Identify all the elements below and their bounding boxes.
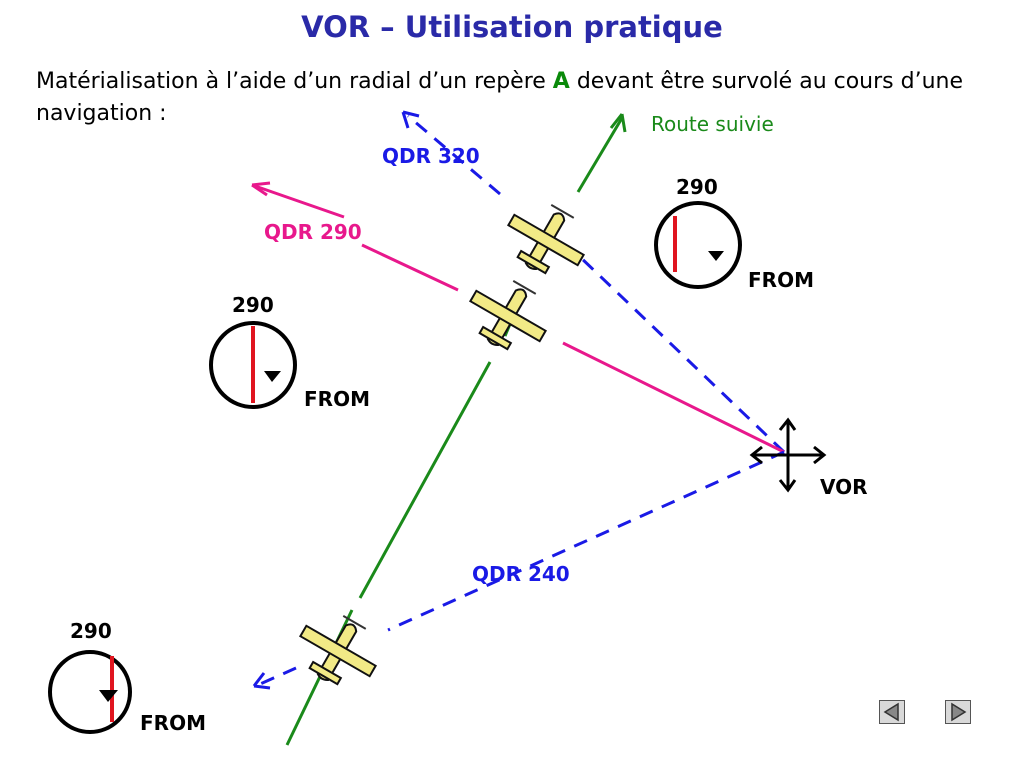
indicator-selected-course: 290 xyxy=(70,619,112,643)
intro-text: Matérialisation à l’aide d’un radial d’u… xyxy=(36,66,996,130)
intro-text-before: Matérialisation à l’aide d’un radial d’u… xyxy=(36,69,553,94)
next-slide-button[interactable] xyxy=(945,700,971,724)
label-qdr-290: QDR 290 xyxy=(264,220,362,244)
indicator-selected-course: 290 xyxy=(232,293,274,317)
indicator-flag: FROM xyxy=(140,711,206,735)
indicator-flag: FROM xyxy=(304,387,370,411)
waypoint-letter: A xyxy=(552,69,570,94)
from-flag-icon xyxy=(264,371,281,382)
triangle-left-icon xyxy=(883,702,899,722)
radial-qdr-240: QDR 240 xyxy=(252,450,785,690)
airplane-icon-bottom xyxy=(286,601,391,700)
airplane-icon-middle xyxy=(456,266,561,365)
from-flag-icon xyxy=(708,251,724,261)
vor-station-icon xyxy=(749,417,827,493)
vor-indicator-right: 290 FROM xyxy=(654,175,814,292)
radial-qdr-320: QDR 320 xyxy=(382,110,786,454)
from-flag-icon xyxy=(99,690,118,702)
triangle-right-icon xyxy=(951,702,967,722)
intro-text-after: devant être survolé au cours d’une navig… xyxy=(36,69,964,126)
vor-indicator-middle: 290 FROM xyxy=(209,293,370,411)
airplane-icon-top xyxy=(494,190,599,289)
route-arrowhead xyxy=(609,113,627,133)
label-qdr-240: QDR 240 xyxy=(472,562,570,586)
indicator-flag: FROM xyxy=(748,268,814,292)
radial-qdr-290: QDR 290 xyxy=(251,181,785,454)
vor-station-label: VOR xyxy=(820,475,868,499)
label-qdr-320: QDR 320 xyxy=(382,144,480,168)
route-label: Route suivie xyxy=(651,112,774,136)
slide-title: VOR – Utilisation pratique xyxy=(301,10,723,44)
vor-indicator-bottom: 290 FROM xyxy=(48,619,206,735)
indicator-selected-course: 290 xyxy=(676,175,718,199)
previous-slide-button[interactable] xyxy=(879,700,905,724)
